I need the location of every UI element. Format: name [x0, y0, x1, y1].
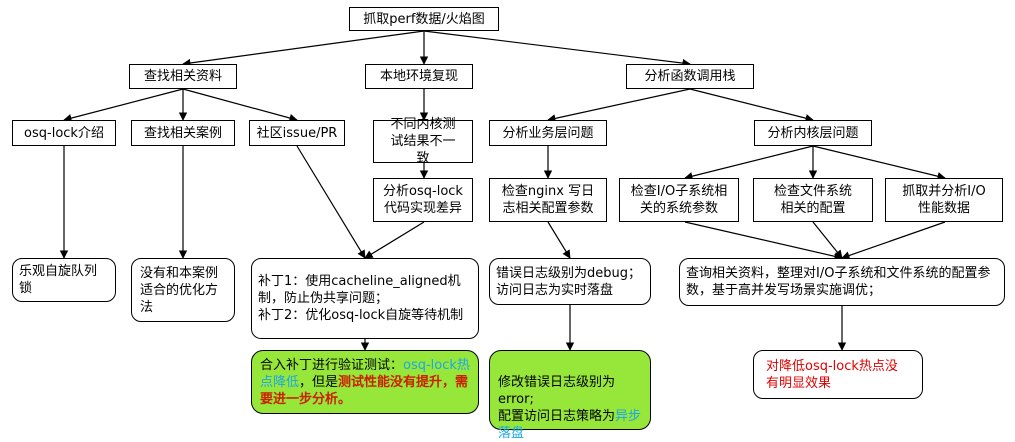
- patch-node: 补丁1：使用cacheline_aligned机制，防止伪共享问题； 补丁2：优…: [251, 258, 479, 339]
- analyze-callstack-node: 分析函数调用栈: [626, 64, 754, 89]
- optimistic-spin-lock-node: 乐观自旋队列锁: [12, 258, 116, 302]
- osq-code-diff-node: 分析osq-lock代码实现差异: [373, 178, 473, 222]
- kernel-layer-node: 分析内核层问题: [754, 120, 872, 146]
- verify-text-1: 合入补丁进行验证测试：: [260, 358, 404, 373]
- modify-log-node: 修改错误日志级别为error; 配置访问日志策略为异步落盘: [489, 350, 651, 441]
- tune-io-node: 查询相关资料，整理对I/O子系统和文件系统的配置参数，基于高并发写场景实施调优；: [679, 258, 1005, 306]
- fs-config-node: 检查文件系统相关的配置: [753, 178, 873, 222]
- local-reproduce-node: 本地环境复现: [365, 64, 473, 89]
- osq-lock-intro-node: osq-lock介绍: [12, 120, 116, 146]
- no-effect-node: 对降低osq-lock热点没有明显效果: [753, 350, 923, 399]
- no-matching-case-node: 没有和本案例适合的优化方法: [131, 258, 235, 322]
- root-node: 抓取perf数据/火焰图: [349, 7, 499, 31]
- verify-text-2: osq-lock热点降低: [260, 358, 470, 390]
- verify-patch-node: 合入补丁进行验证测试：osq-lock热点降低，但是测试性能没有提升，需要进一步…: [251, 350, 479, 414]
- kernel-diff-node: 不同内核测试结果不一致: [373, 117, 473, 166]
- modify-text-1: 修改错误日志级别为error; 配置访问日志策略为: [498, 375, 616, 424]
- verify-text-3: ，但是: [299, 375, 339, 390]
- modify-text-2: 异步落盘: [498, 409, 642, 441]
- related-cases-node: 查找相关案例: [131, 120, 235, 146]
- verify-text-4: 测试性能没有提升，需要进一步分析。: [260, 375, 469, 407]
- nginx-log-config-node: 检查nginx 写日志相关配置参数: [489, 178, 607, 222]
- io-perf-data-node: 抓取并分析I/O性能数据: [885, 178, 1003, 222]
- io-subsystem-params-node: 检查I/O子系统相关的系统参数: [619, 178, 739, 222]
- business-layer-node: 分析业务层问题: [489, 120, 607, 146]
- community-issue-node: 社区issue/PR: [249, 120, 345, 146]
- log-level-node: 错误日志级别为debug； 访问日志为实时落盘: [489, 258, 651, 305]
- find-materials-node: 查找相关资料: [129, 64, 237, 89]
